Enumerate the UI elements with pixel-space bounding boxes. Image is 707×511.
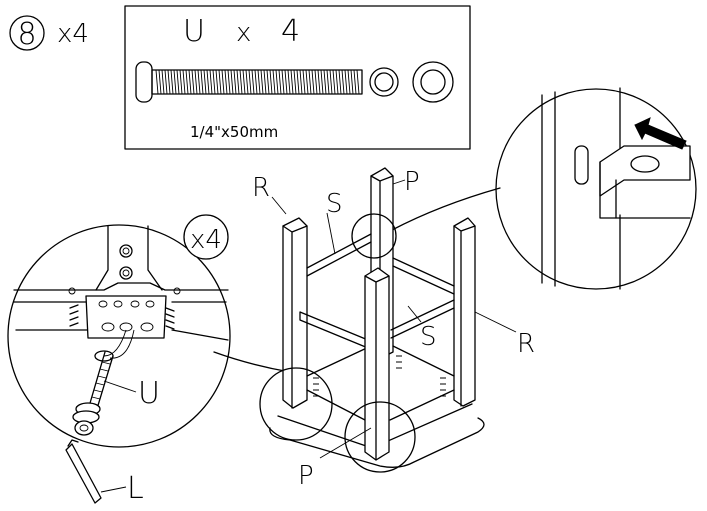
stretcher-s-top (306, 233, 372, 277)
parts-box-times: x (236, 18, 251, 48)
stool-assembly: P R S S R P (252, 167, 535, 491)
right-detail-leader (391, 187, 501, 231)
stretcher-front-left (299, 311, 369, 349)
label-s-right: S (420, 322, 437, 352)
detail-bolt-label: U (138, 376, 160, 411)
parts-box-count: 4 (281, 14, 300, 49)
stretcher-right (392, 257, 455, 295)
leg-back-left (282, 217, 308, 409)
label-p-bottom: P (298, 461, 314, 491)
leg-block (95, 225, 163, 291)
label-r-left: R (252, 173, 270, 203)
slot-icon (574, 145, 589, 185)
left-detail-circle (7, 224, 231, 448)
allen-wrench-icon (65, 439, 102, 504)
hole-icon (119, 266, 133, 280)
leg-right (453, 217, 476, 407)
bracket-holes (98, 300, 155, 332)
step-multiplier: x4 (57, 19, 89, 49)
highlight-circle (351, 213, 397, 259)
rail-end (599, 145, 691, 197)
label-p-top: P (404, 167, 420, 197)
leg-front (364, 267, 390, 461)
parts-box-letter: U (183, 14, 205, 49)
push-arrow-icon (634, 117, 687, 150)
detail-count-circle (183, 214, 229, 260)
wrench-label: L (127, 471, 144, 506)
label-r-right: R (517, 329, 535, 359)
highlight-circle (344, 401, 416, 473)
step-badge: 8 x4 (9, 15, 89, 52)
label-s-top: S (326, 189, 343, 219)
stretcher-s-right (390, 299, 455, 339)
right-detail-circle (495, 88, 697, 290)
left-detail: x4 (7, 214, 291, 506)
detail-count: x4 (190, 225, 222, 255)
right-detail (391, 87, 697, 290)
bolt-icon (135, 61, 363, 103)
step-number-circle (9, 15, 45, 51)
highlight-circle (259, 367, 333, 441)
hole-icon (630, 155, 660, 173)
flat-washer-icon (412, 61, 454, 103)
spring-washer-icon (369, 67, 399, 97)
hole-icon (119, 244, 133, 258)
step-number: 8 (17, 17, 36, 52)
bolt-size-label: 1/4"x50mm (190, 123, 278, 141)
bolt-leader (103, 380, 137, 393)
bolt-insert-icon (72, 329, 135, 436)
parts-box-frame (124, 5, 471, 150)
parts-box: U x 4 1/4"x50mm (124, 5, 471, 150)
